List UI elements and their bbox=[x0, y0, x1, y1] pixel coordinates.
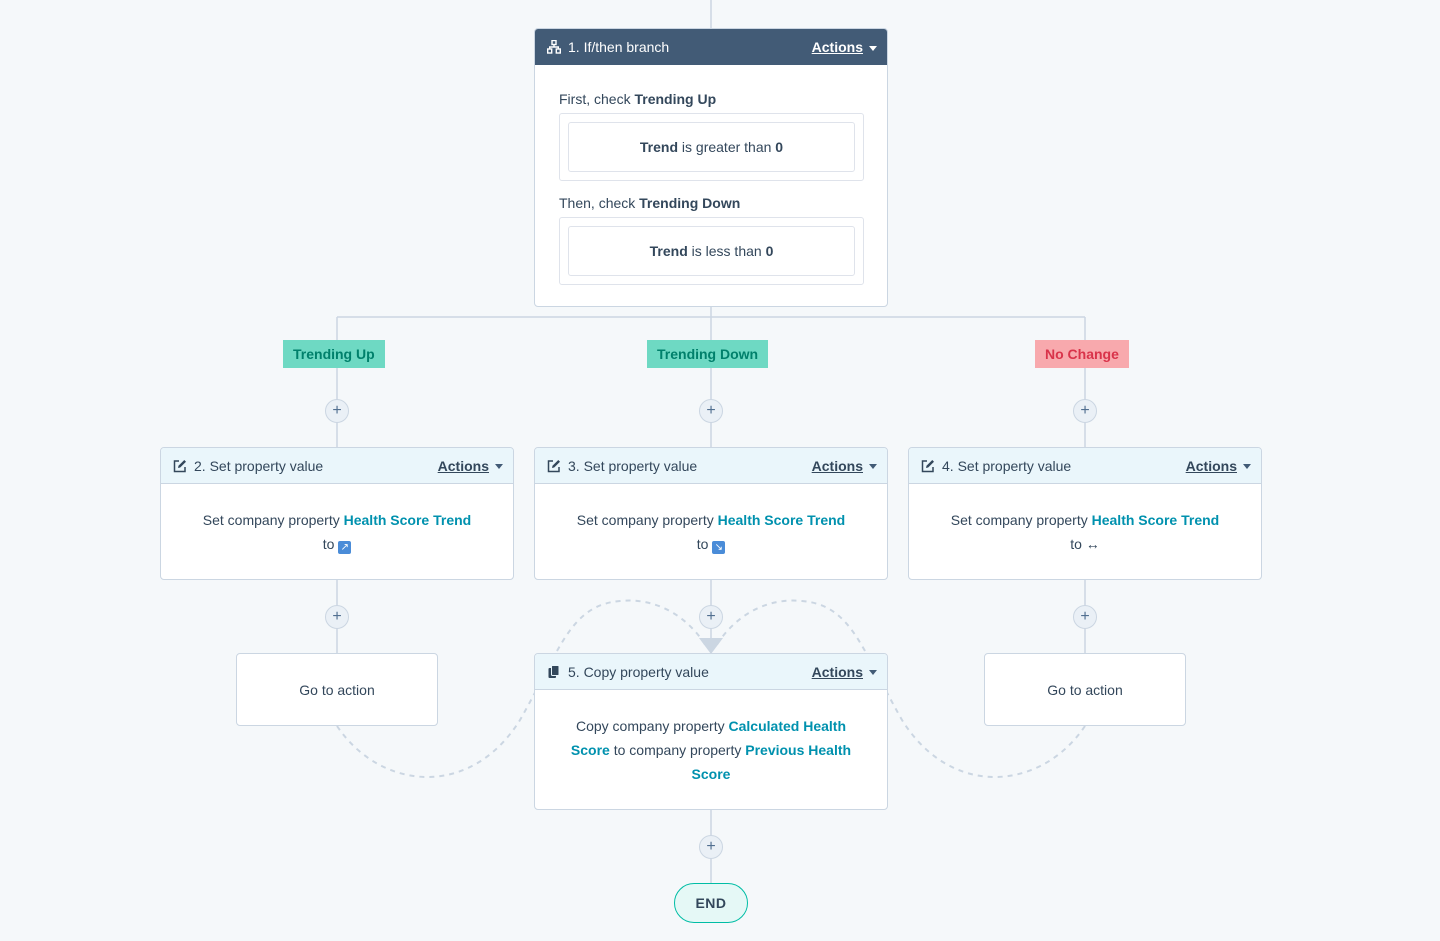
caret-down-icon bbox=[869, 45, 877, 51]
first-condition[interactable]: Trend is greater than 0 bbox=[568, 122, 855, 172]
if-then-branch-card[interactable]: 1. If/then branch Actions First, check T… bbox=[534, 28, 888, 307]
set-property-title: 2. Set property value bbox=[194, 457, 324, 474]
set-property-header: 3. Set property value Actions bbox=[535, 448, 887, 484]
actions-label: Actions bbox=[811, 39, 863, 55]
if-then-branch-header: 1. If/then branch Actions bbox=[535, 29, 887, 65]
second-condition[interactable]: Trend is less than 0 bbox=[568, 226, 855, 276]
caret-down-icon bbox=[869, 670, 877, 676]
add-action-button[interactable]: + bbox=[1073, 605, 1097, 629]
first-check-label: First, check Trending Up bbox=[559, 91, 717, 107]
set-property-card[interactable]: 3. Set property value Actions Set compan… bbox=[534, 447, 888, 580]
copy-property-header: 5. Copy property value Actions bbox=[535, 654, 887, 690]
add-action-button[interactable]: + bbox=[699, 605, 723, 629]
set-property-description: Set company property Health Score Trend … bbox=[202, 512, 472, 554]
left-right-arrow-icon: ↔ bbox=[1085, 536, 1100, 552]
actions-label: Actions bbox=[811, 457, 863, 474]
add-action-button[interactable]: + bbox=[325, 399, 349, 423]
arrow-up-right-emoji-icon: ↗ bbox=[338, 541, 352, 554]
set-property-card[interactable]: 4. Set property value Actions Set compan… bbox=[908, 447, 1262, 580]
edit-icon bbox=[547, 459, 561, 473]
branch-tag-no-change: No Change bbox=[1035, 340, 1129, 368]
actions-menu-button[interactable]: Actions bbox=[438, 458, 503, 474]
goto-arrowhead-icon bbox=[699, 638, 723, 654]
add-action-button[interactable]: + bbox=[699, 835, 723, 859]
branch-icon bbox=[547, 40, 561, 54]
caret-down-icon bbox=[869, 464, 877, 470]
first-condition-group: Trend is greater than 0 bbox=[559, 113, 864, 181]
branch-tag-trending-up: Trending Up bbox=[283, 340, 385, 368]
arrow-down-right-emoji-icon: ↘ bbox=[712, 541, 726, 554]
actions-menu-button[interactable]: Actions bbox=[812, 39, 877, 55]
add-action-button[interactable]: + bbox=[325, 605, 349, 629]
add-action-button[interactable]: + bbox=[1073, 399, 1097, 423]
add-action-button[interactable]: + bbox=[699, 399, 723, 423]
if-then-branch-title: 1. If/then branch bbox=[568, 39, 670, 55]
actions-label: Actions bbox=[811, 663, 863, 680]
edit-icon bbox=[173, 459, 187, 473]
copy-property-title: 5. Copy property value bbox=[568, 663, 709, 680]
caret-down-icon bbox=[495, 464, 503, 470]
set-property-header: 4. Set property value Actions bbox=[909, 448, 1261, 484]
actions-label: Actions bbox=[437, 457, 489, 474]
go-to-action-label: Go to action bbox=[1047, 681, 1123, 698]
actions-menu-button[interactable]: Actions bbox=[812, 664, 877, 680]
caret-down-icon bbox=[1243, 464, 1251, 470]
set-property-title: 4. Set property value bbox=[942, 457, 1072, 474]
copy-property-card[interactable]: 5. Copy property value Actions Copy comp… bbox=[534, 653, 888, 810]
go-to-action-card[interactable]: Go to action bbox=[984, 653, 1186, 726]
actions-menu-button[interactable]: Actions bbox=[812, 458, 877, 474]
copy-icon bbox=[547, 664, 561, 679]
edit-icon bbox=[921, 459, 935, 473]
actions-menu-button[interactable]: Actions bbox=[1186, 458, 1251, 474]
copy-property-description: Copy company property Calculated Health … bbox=[570, 718, 852, 782]
set-property-description: Set company property Health Score Trend … bbox=[576, 512, 846, 554]
go-to-action-card[interactable]: Go to action bbox=[236, 653, 438, 726]
set-property-title: 3. Set property value bbox=[568, 457, 698, 474]
set-property-description: Set company property Health Score Trend … bbox=[950, 512, 1220, 552]
branch-tag-trending-down: Trending Down bbox=[647, 340, 769, 368]
set-property-header: 2. Set property value Actions bbox=[161, 448, 513, 484]
end-node: END bbox=[674, 883, 748, 923]
go-to-action-label: Go to action bbox=[299, 681, 375, 698]
set-property-card[interactable]: 2. Set property value Actions Set compan… bbox=[160, 447, 514, 580]
actions-label: Actions bbox=[1185, 457, 1237, 474]
second-condition-group: Trend is less than 0 bbox=[559, 217, 864, 285]
then-check-label: Then, check Trending Down bbox=[559, 195, 741, 211]
